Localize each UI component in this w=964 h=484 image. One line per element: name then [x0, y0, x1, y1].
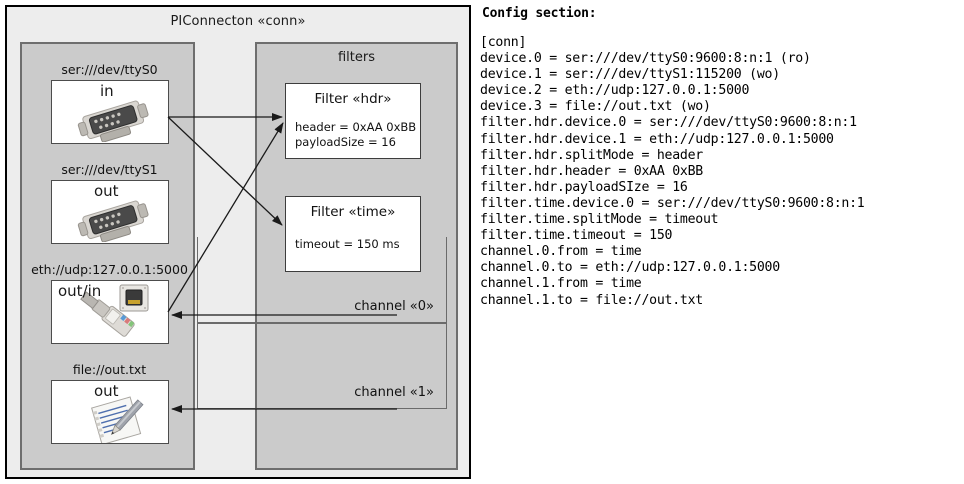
config-line: filter.hdr.payloadSIze = 16 — [480, 179, 688, 195]
devices-panel: ser:///dev/ttyS0 in — [20, 42, 195, 470]
device-direction-label: out — [94, 382, 119, 400]
config-line: filter.hdr.device.1 = eth://udp:127.0.0.… — [480, 131, 834, 147]
filter-property: payloadSize = 16 — [295, 135, 396, 149]
config-line: [conn] — [480, 35, 527, 50]
config-line: device.2 = eth://udp:127.0.0.1:5000 — [480, 83, 750, 99]
config-heading: Config section: — [482, 6, 597, 21]
config-line: channel.1.from = time — [480, 276, 642, 292]
serial-port-icon — [76, 97, 152, 143]
filter-property: header = 0xAA 0xBB — [295, 120, 417, 134]
device-node-box[interactable]: out/in — [51, 280, 169, 344]
channel-1-label: channel «1» — [354, 385, 434, 400]
config-line: filter.time.timeout = 150 — [480, 228, 673, 244]
config-line: filter.hdr.device.0 = ser:///dev/ttyS0:9… — [480, 115, 857, 131]
device-direction-label: in — [100, 82, 114, 100]
ethernet-jack-icon — [72, 283, 162, 343]
device-node-label: ser:///dev/ttyS0 — [61, 62, 158, 77]
config-line: channel.1.to = file://out.txt — [480, 292, 703, 308]
config-line: device.1 = ser:///dev/ttyS1:115200 (wo) — [480, 67, 780, 83]
config-line: channel.0.to = eth://udp:127.0.0.1:5000 — [480, 260, 780, 276]
config-line: filter.hdr.header = 0xAA 0xBB — [480, 163, 703, 179]
device-node-label: eth://udp:127.0.0.1:5000 — [31, 262, 188, 277]
filter-title: Filter «hdr» — [314, 91, 392, 107]
config-line: filter.time.device.0 = ser:///dev/ttyS0:… — [480, 195, 865, 211]
connector-diagram-frame: PIConnecton «conn» ser:///dev/ttyS0 in — [5, 5, 471, 479]
device-direction-label: out — [94, 182, 119, 200]
filter-title: Filter «time» — [310, 204, 396, 220]
config-line: filter.hdr.splitMode = header — [480, 147, 703, 163]
filters-panel-title: filters — [337, 50, 375, 65]
config-line: device.3 = file://out.txt (wo) — [480, 99, 711, 115]
device-node-box[interactable]: out — [51, 380, 169, 444]
config-lines: [conn]device.0 = ser:///dev/ttyS0:9600:8… — [480, 35, 958, 309]
config-line: filter.time.splitMode = timeout — [480, 212, 719, 228]
filter-time-box[interactable]: Filter «time» timeout = 150 ms — [285, 196, 421, 272]
text-document-icon — [86, 395, 152, 443]
filter-hdr-box[interactable]: Filter «hdr» header = 0xAA 0xBB payloadS… — [285, 83, 421, 159]
config-line: channel.0.from = time — [480, 244, 642, 260]
device-node-box[interactable]: out — [51, 180, 169, 244]
filters-panel: filters Filter «hdr» header = 0xAA 0xBB … — [197, 42, 458, 470]
device-node-label: file://out.txt — [72, 362, 147, 377]
config-line: device.0 = ser:///dev/ttyS0:9600:8:n:1 (… — [480, 51, 811, 67]
channel-0-label: channel «0» — [354, 299, 434, 314]
device-node-label: ser:///dev/ttyS1 — [61, 162, 158, 177]
serial-port-icon — [76, 197, 152, 243]
diagram-title: PIConnecton «conn» — [170, 14, 306, 29]
config-section: Config section: [conn]device.0 = ser:///… — [480, 6, 958, 309]
filter-property: timeout = 150 ms — [295, 237, 400, 251]
device-node-box[interactable]: in — [51, 80, 169, 144]
device-direction-label: out/in — [58, 282, 102, 300]
